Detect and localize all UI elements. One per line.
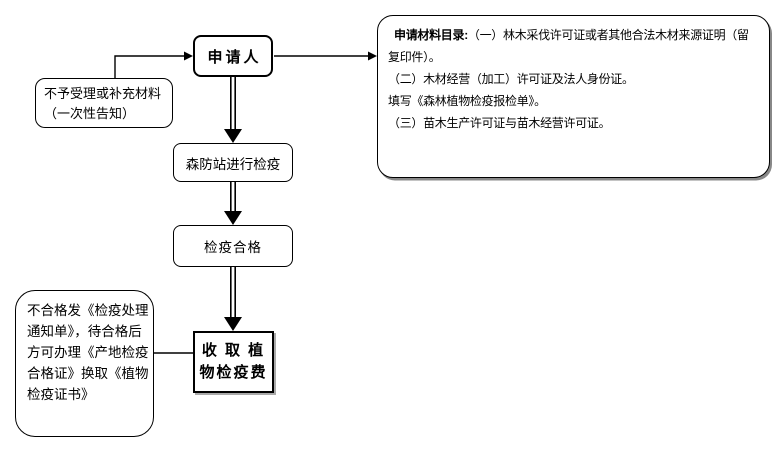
materials-heading: 申请材料目录: (394, 28, 468, 42)
materials-line-3: （二）木材经营（加工）许可证及法人身份证。 (388, 72, 634, 86)
qualified-label: 检疫合格 (204, 240, 262, 255)
arrow-applicant-to-station (224, 77, 242, 143)
station-label: 森防站进行检疫 (185, 156, 281, 172)
arrow-station-to-qualified (224, 182, 242, 225)
arrow-qualified-to-fee (224, 267, 242, 331)
unqualified-note-box: 不合格发《检疫处理 通知单》，待合格后 方可办理《产地检疫 合格证》换取《植物 … (15, 290, 154, 437)
materials-line-2: 复印件）。 (388, 50, 441, 64)
materials-item-1: （一）林木采伐许可证或者其他合法木材来源证明（留 (467, 28, 749, 42)
applicant-label: 申请人 (207, 48, 262, 66)
fee-box: 收 取 植 物检疫费 (193, 331, 274, 393)
materials-line-5: （三）苗木生产许可证与苗木经营许可证。 (388, 116, 611, 130)
materials-list-box: 申请材料目录:（一）林木采伐许可证或者其他合法木材来源证明（留 复印件）。 （二… (377, 15, 770, 178)
notice-box: 不予受理或补充材料 （一次性告知） (35, 78, 173, 128)
materials-line-1: 申请材料目录:（一）林木采伐许可证或者其他合法木材来源证明（留 (388, 24, 763, 46)
arrow-applicant-to-materials (274, 51, 377, 61)
materials-line-4: 填写《森林植物检疫报检单》。 (388, 94, 546, 108)
arrow-notice-to-applicant (114, 51, 193, 78)
qualified-box: 检疫合格 (173, 225, 293, 267)
station-box: 森防站进行检疫 (173, 143, 293, 182)
applicant-box: 申请人 (193, 35, 273, 77)
